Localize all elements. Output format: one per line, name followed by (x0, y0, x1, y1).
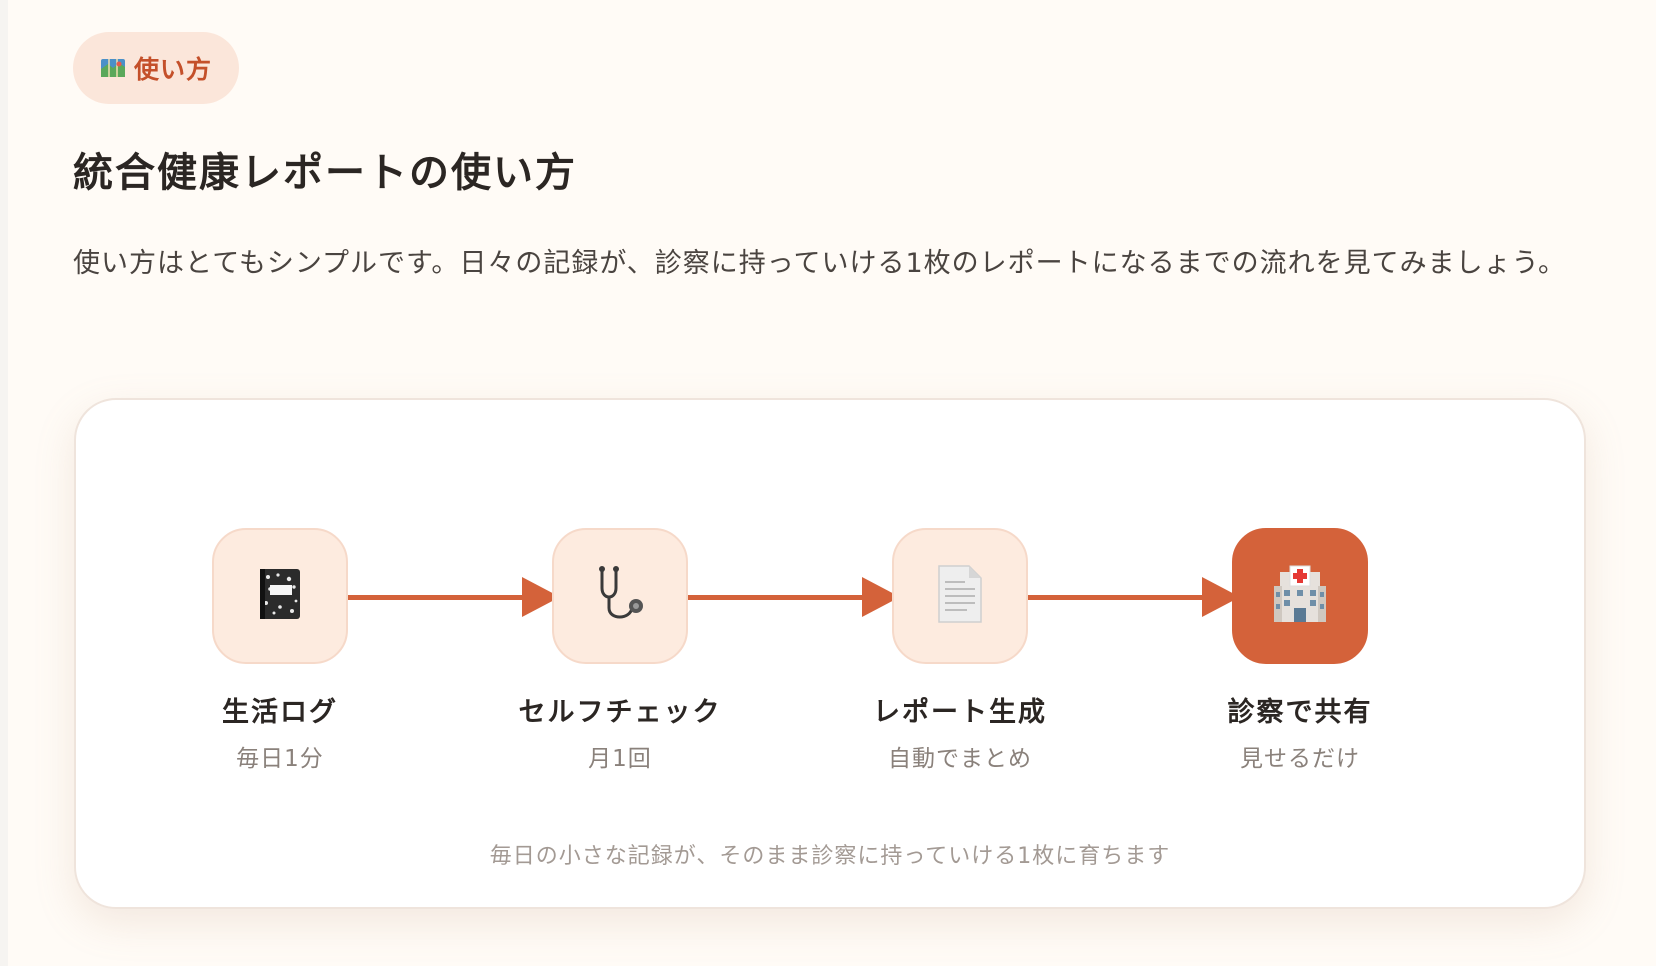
step-icon-box (892, 528, 1028, 664)
flow-step-report-generation: レポート生成 自動でまとめ (850, 528, 1070, 773)
flow-connector-2 (688, 595, 864, 600)
step-icon-box (552, 528, 688, 664)
flow-card: 生活ログ 毎日1分 セルフチェック 月1回 (74, 398, 1586, 909)
stethoscope-icon (590, 564, 650, 628)
document-icon (935, 564, 985, 628)
flow-step-share-at-consultation: 診察で共有 見せるだけ (1190, 528, 1410, 773)
flow-step-self-check: セルフチェック 月1回 (510, 528, 730, 773)
page-title: 統合健康レポートの使い方 (73, 150, 577, 196)
step-icon-box (212, 528, 348, 664)
map-icon (100, 57, 126, 79)
lead-text: 使い方はとてもシンプルです。日々の記録が、診察に持っていける1枚のレポートになる… (73, 248, 1566, 279)
page: 使い方 統合健康レポートの使い方 使い方はとてもシンプルです。日々の記録が、診察… (8, 0, 1656, 966)
flow-connector-1 (348, 595, 524, 600)
flow-connector-3 (1028, 595, 1204, 600)
section-badge-label: 使い方 (133, 55, 212, 84)
flow-step-life-log: 生活ログ 毎日1分 (170, 528, 390, 773)
flow-caption: 毎日の小さな記録が、そのまま診察に持っていける1枚に育ちます (489, 844, 1171, 869)
step-title: 診察で共有 (1227, 697, 1373, 728)
step-title: セルフチェック (518, 697, 722, 728)
step-subtitle: 月1回 (588, 746, 652, 772)
section-badge: 使い方 (73, 32, 239, 104)
hospital-icon (1272, 564, 1328, 628)
step-title: 生活ログ (222, 697, 338, 728)
step-subtitle: 毎日1分 (236, 746, 324, 772)
step-icon-box-active (1232, 528, 1368, 664)
step-title: レポート生成 (873, 697, 1047, 728)
step-subtitle: 自動でまとめ (888, 746, 1032, 772)
notebook-icon (256, 567, 304, 625)
step-subtitle: 見せるだけ (1240, 746, 1360, 772)
